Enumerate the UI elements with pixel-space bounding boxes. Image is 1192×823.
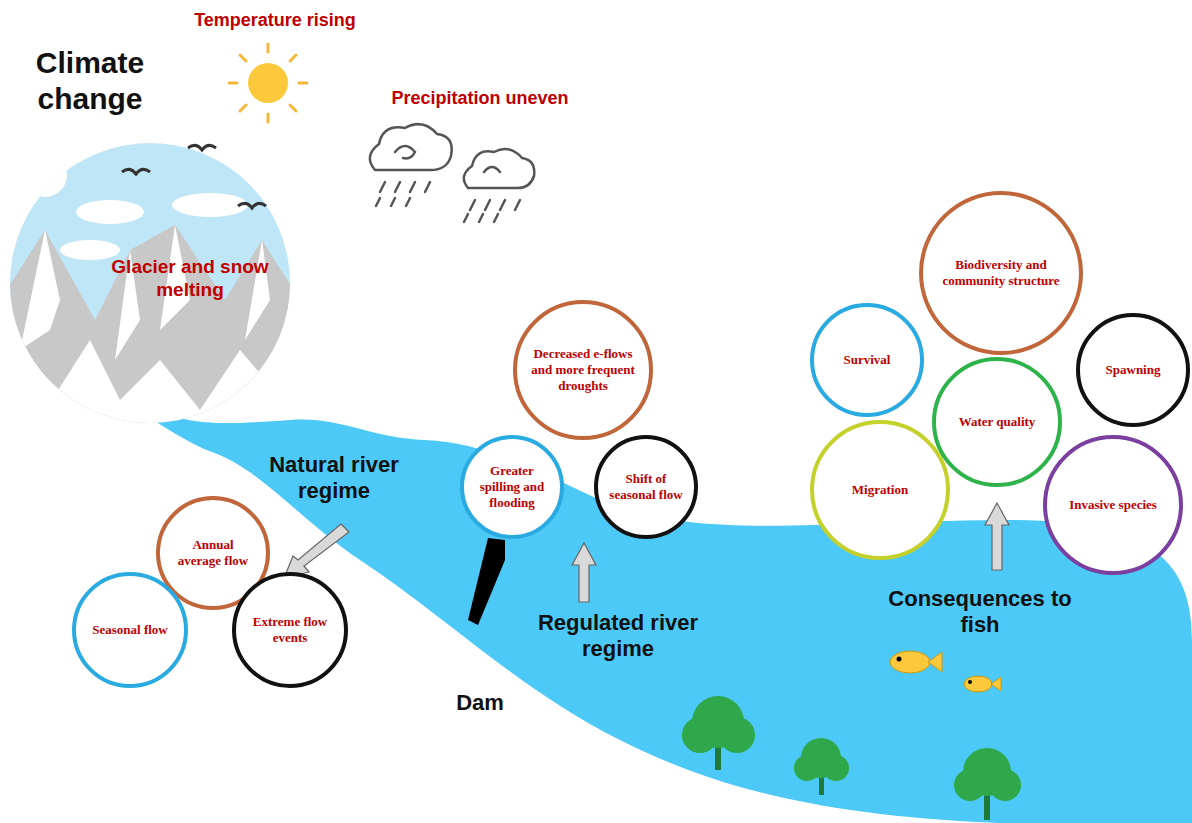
- regime-circle: Decreased e-flows and more frequent drou…: [513, 300, 653, 440]
- circle-label: Annual average flow: [171, 537, 255, 570]
- consequence-circle: Biodiversity and community structure: [919, 191, 1083, 355]
- dam: [468, 538, 505, 625]
- circle-label: Spawning: [1106, 362, 1161, 378]
- flow-circle: Extreme flow events: [232, 572, 348, 688]
- rain-clouds: [370, 124, 534, 222]
- diagram-label: Dam: [456, 690, 504, 716]
- circle-label: Greater spilling and flooding: [474, 463, 551, 512]
- circle-label: Extreme flow events: [247, 614, 333, 647]
- diagram-label: Precipitation uneven: [391, 88, 568, 110]
- diagram-label: Glacier and snow melting: [85, 256, 295, 302]
- consequence-circle: Invasive species: [1043, 435, 1183, 575]
- consequence-circle: Migration: [810, 420, 950, 560]
- diagram-label: Climate change: [15, 45, 165, 117]
- regime-circle: Greater spilling and flooding: [460, 435, 564, 539]
- sun: [229, 44, 307, 122]
- regime-circle: Shift of seasonal flow: [594, 435, 698, 539]
- circle-label: Survival: [844, 352, 891, 368]
- fish: [890, 651, 1001, 692]
- circle-label: Seasonal flow: [92, 622, 167, 638]
- diagram-label: Consequences to fish: [870, 586, 1090, 639]
- globe: [0, 130, 300, 440]
- diagram-label: Temperature rising: [194, 10, 356, 32]
- flow-circle: Seasonal flow: [72, 572, 188, 688]
- circle-label: Water quality: [959, 414, 1036, 430]
- diagram-label: Regulated river regime: [533, 610, 703, 663]
- circle-label: Invasive species: [1069, 497, 1157, 513]
- consequence-circle: Water quality: [932, 357, 1062, 487]
- consequence-circle: Spawning: [1076, 313, 1190, 427]
- circle-label: Decreased e-flows and more frequent drou…: [531, 346, 635, 395]
- circle-label: Biodiversity and community structure: [941, 257, 1062, 290]
- circle-label: Migration: [852, 482, 908, 498]
- circle-label: Shift of seasonal flow: [608, 471, 685, 504]
- diagram-label: Natural river regime: [244, 452, 424, 505]
- consequence-circle: Survival: [810, 303, 924, 417]
- trees: [682, 696, 1021, 820]
